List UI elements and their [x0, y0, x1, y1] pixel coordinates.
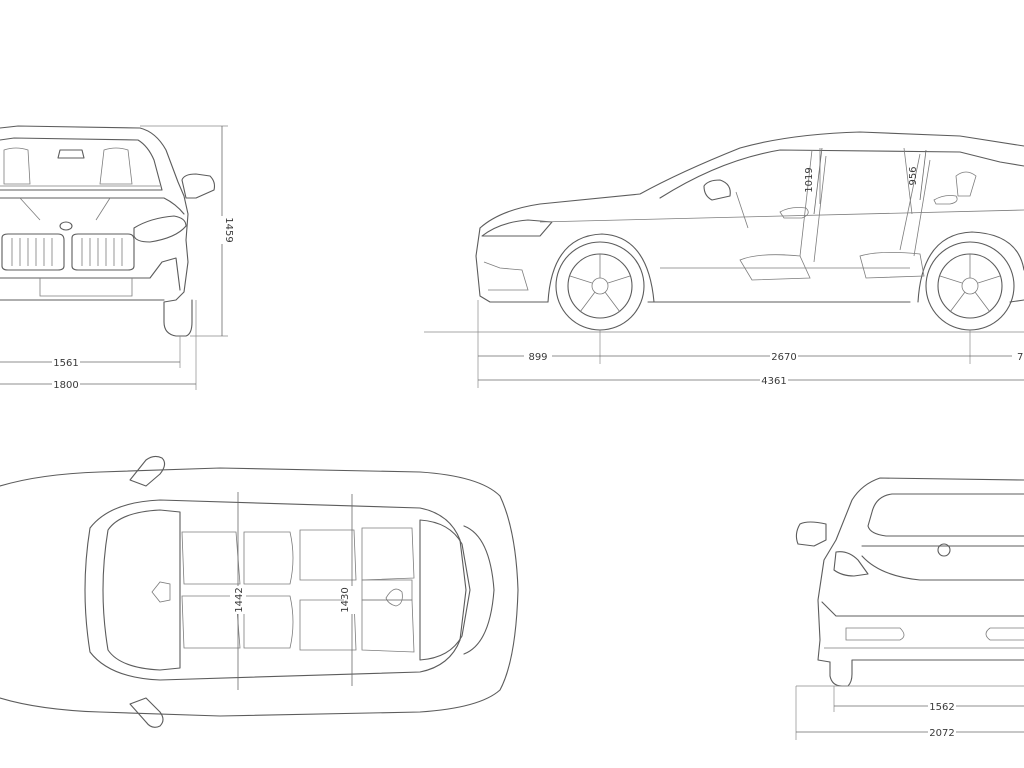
- front-shoulder-label: 1442: [234, 587, 245, 612]
- front-height-label: 1459: [223, 217, 234, 242]
- width-with-mirrors-label: 2072: [929, 728, 954, 739]
- top-view: [0, 455, 519, 728]
- side-view: [424, 131, 1024, 388]
- rear-overhang-label: 79: [1017, 352, 1024, 363]
- wheelbase-label: 2670: [771, 352, 796, 363]
- rear-view: [795, 477, 1024, 740]
- front-overhang-label: 899: [528, 352, 547, 363]
- front-width-label: 1800: [53, 380, 78, 391]
- length-label: 4361: [761, 376, 786, 387]
- rear-headroom-label: 956: [908, 166, 919, 185]
- front-headroom-label: 1019: [804, 167, 815, 192]
- front-track-label: 1561: [53, 358, 78, 369]
- rear-shoulder-label: 1430: [340, 587, 351, 612]
- rear-track-label: 1562: [929, 702, 954, 713]
- front-view: [0, 125, 230, 391]
